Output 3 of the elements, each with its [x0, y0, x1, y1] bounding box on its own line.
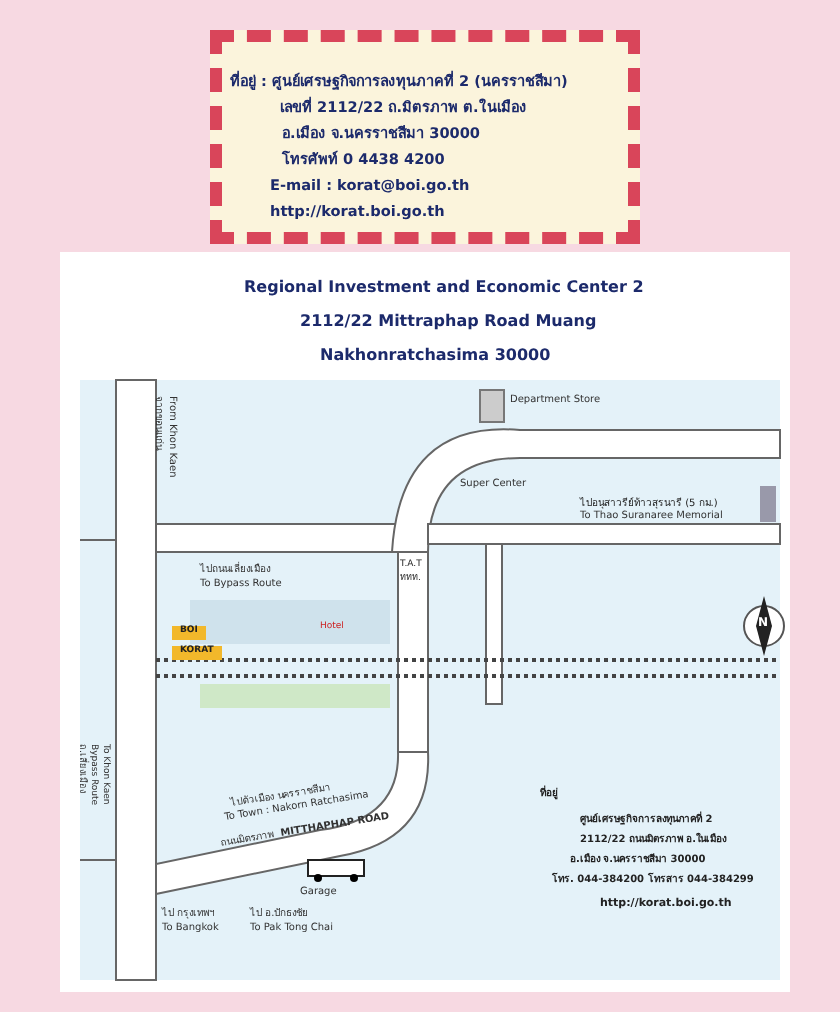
- heading: Regional Investment and Economic Center 2: [244, 280, 644, 296]
- heading: Nakhonratchasima 30000: [320, 348, 551, 364]
- heading: 2112/22 Mittraphap Road Muang: [300, 314, 597, 330]
